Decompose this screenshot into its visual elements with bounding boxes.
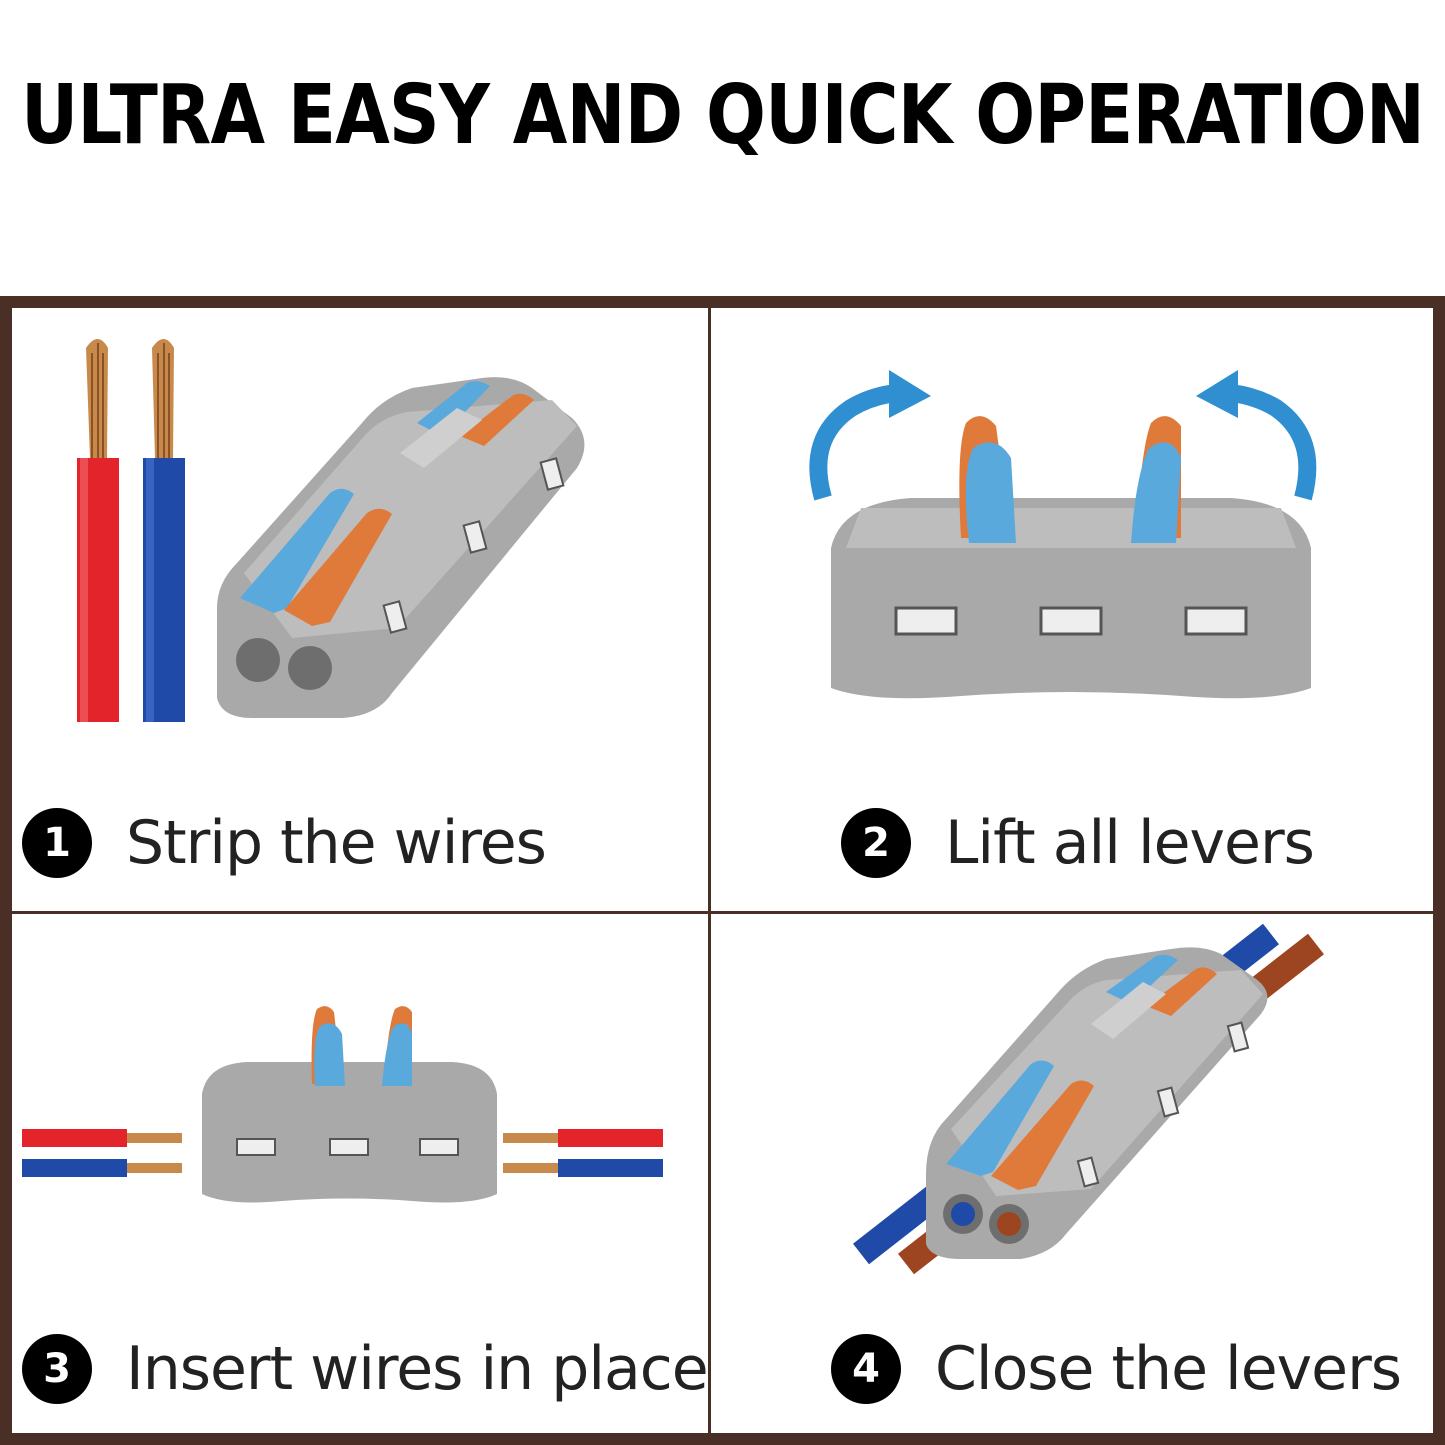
- step-label: Lift all levers: [945, 808, 1315, 878]
- step-number-badge: 3: [22, 1334, 92, 1404]
- step-3-panel: 3 Insert wires in place: [12, 914, 709, 1433]
- step-label: Strip the wires: [126, 808, 547, 878]
- step-label: Insert wires in place: [126, 1334, 709, 1404]
- step-1-caption: 1 Strip the wires: [22, 808, 547, 878]
- connector-levers-raised-with-arrows-icon: [809, 370, 1317, 699]
- wires-inserted-into-connector-icon: [22, 1006, 663, 1203]
- stripped-wires-and-connector-icon: [77, 339, 585, 722]
- headline: ULTRA EASY AND QUICK OPERATION: [20, 67, 1425, 163]
- step-number-badge: 4: [831, 1334, 901, 1404]
- step-3-caption: 3 Insert wires in place: [22, 1334, 709, 1404]
- step-number-badge: 1: [22, 808, 92, 878]
- step-2-caption: 2 Lift all levers: [841, 808, 1315, 878]
- step-number-badge: 2: [841, 808, 911, 878]
- step-4-caption: 4 Close the levers: [831, 1334, 1402, 1404]
- step-1-panel: 1 Strip the wires: [12, 308, 708, 911]
- grid-divider-horizontal: [12, 911, 1433, 914]
- step-2-panel: 2 Lift all levers: [711, 308, 1433, 911]
- grid-divider-vertical: [708, 308, 711, 1433]
- steps-grid: 1 Strip the wires 2 Lift all leve: [0, 296, 1445, 1445]
- step-label: Close the levers: [935, 1334, 1402, 1404]
- connector-levers-closed-with-wires-icon: [853, 923, 1324, 1275]
- step-4-panel: 4 Close the levers: [711, 914, 1433, 1433]
